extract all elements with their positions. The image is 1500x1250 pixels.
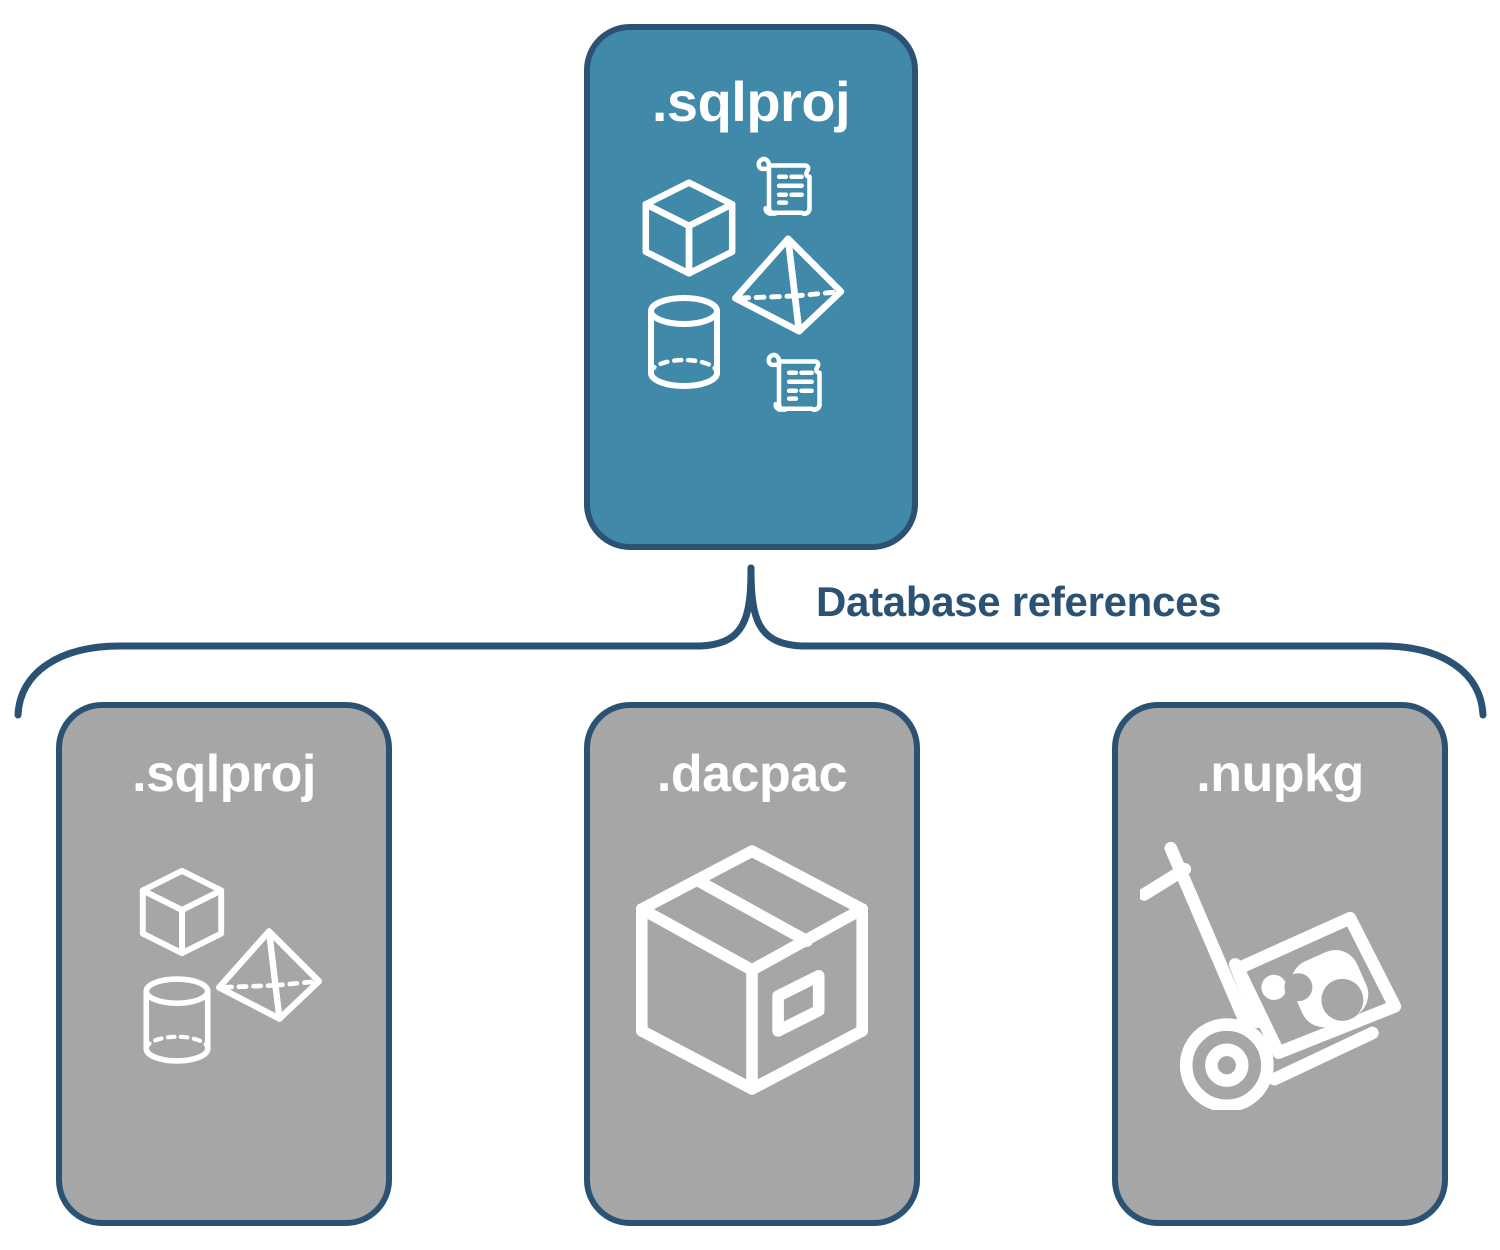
brace-connector [14,564,1487,719]
child-node-dacpac[interactable]: .dacpac [584,702,920,1226]
child-node-nupkg[interactable]: .nupkg [1112,702,1448,1226]
child-node-label-dacpac: .dacpac [656,745,848,803]
cylinder-wireframe-icon [648,295,720,389]
cube-wireframe-icon [642,179,736,277]
connector-label: Database references [816,578,1222,625]
cylinder-wireframe-icon [143,976,211,1064]
child-node-icon-group-nupkg [1130,820,1430,1120]
child-node-icon-group-dacpac [602,820,902,1120]
child-node-label-sqlproj: .sqlproj [132,745,316,803]
child-node-icon-group-sqlproj [74,820,374,1120]
child-node-label-nupkg: .nupkg [1196,745,1364,803]
root-node-sqlproj[interactable]: .sqlproj [584,24,918,550]
package-box-icon [636,845,868,1095]
root-node-icon-group [631,152,871,432]
scroll-script-icon [756,156,812,216]
scroll-script-icon [766,352,822,412]
root-node-label: .sqlproj [651,70,851,133]
child-node-sqlproj[interactable]: .sqlproj [56,702,392,1226]
cube-wireframe-icon [139,867,225,957]
pyramid-wireframe-icon [216,928,323,1022]
hand-truck-nuget-icon [1140,841,1402,1110]
pyramid-wireframe-icon [732,235,845,335]
